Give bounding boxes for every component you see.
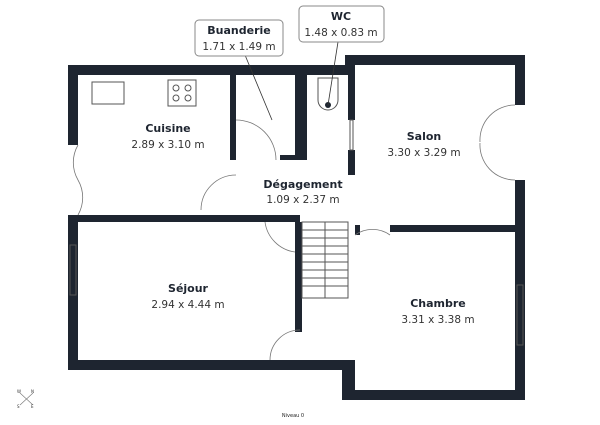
svg-text:S: S bbox=[17, 404, 20, 409]
leader-lines bbox=[244, 41, 339, 121]
room-dims: 3.30 x 3.29 m bbox=[387, 147, 460, 159]
room-degagement: Dégagement 1.09 x 2.37 m bbox=[263, 178, 342, 206]
room-name: Chambre bbox=[410, 297, 466, 310]
level-label: Niveau 0 bbox=[282, 413, 304, 419]
room-name: Dégagement bbox=[263, 178, 342, 191]
room-dims: 2.89 x 3.10 m bbox=[131, 139, 204, 151]
stairs bbox=[301, 221, 349, 299]
fixtures bbox=[91, 77, 349, 299]
callout-wc: WC 1.48 x 0.83 m bbox=[298, 5, 385, 43]
room-dims: 2.94 x 4.44 m bbox=[151, 299, 224, 311]
room-dims: 1.48 x 0.83 m bbox=[304, 27, 377, 39]
room-dims: 1.71 x 1.49 m bbox=[202, 41, 275, 53]
doors bbox=[69, 104, 524, 361]
svg-text:N: N bbox=[31, 389, 34, 394]
room-dims: 3.31 x 3.38 m bbox=[401, 314, 474, 326]
room-name: Séjour bbox=[168, 282, 209, 295]
room-name: Cuisine bbox=[145, 122, 190, 135]
room-sejour: Séjour 2.94 x 4.44 m bbox=[151, 282, 224, 311]
callout-buanderie: Buanderie 1.71 x 1.49 m bbox=[194, 19, 284, 57]
svg-text:W: W bbox=[17, 389, 21, 394]
room-name: Salon bbox=[407, 130, 442, 143]
room-cuisine: Cuisine 2.89 x 3.10 m bbox=[131, 122, 204, 151]
room-name: WC bbox=[331, 10, 351, 23]
walls bbox=[68, 55, 525, 400]
room-chambre: Chambre 3.31 x 3.38 m bbox=[401, 297, 474, 326]
svg-text:E: E bbox=[31, 404, 34, 409]
room-salon: Salon 3.30 x 3.29 m bbox=[387, 130, 460, 159]
room-name: Buanderie bbox=[207, 24, 270, 37]
room-dims: 1.09 x 2.37 m bbox=[266, 194, 339, 206]
compass-icon: W N S E bbox=[17, 389, 34, 409]
